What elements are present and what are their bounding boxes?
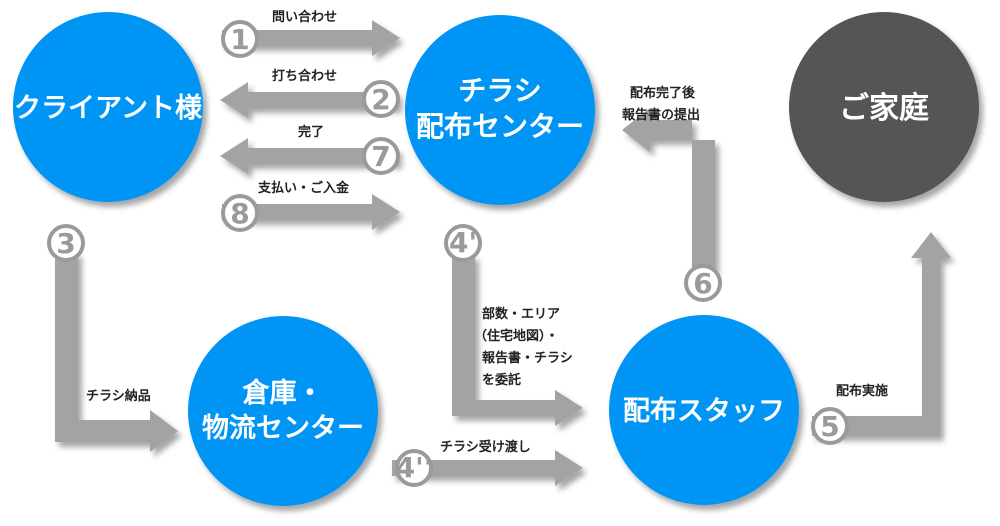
step-4-prime-label-line3: 報告書・チラシ [482,350,573,366]
home-node [789,12,979,202]
arrow-step-7 [220,138,398,174]
home-label: ご家庭 [839,91,929,126]
client-label: クライアント様 [14,93,203,124]
distribution-center-label-line1: チラシ [458,74,541,107]
arrow-step-8 [222,194,400,230]
step-7-badge [362,137,400,175]
staff-node [609,315,799,505]
warehouse-label-line1: 倉庫・ [242,377,324,409]
distribution-center-label-line2: 配布センター [416,110,584,143]
arrow-step-3 [55,252,178,452]
step-4-double-prime-number: 4'' [396,451,433,484]
step-1-label: 問い合わせ [272,9,337,25]
step-4-prime-number: 4' [449,226,477,259]
step-8-badge [221,194,259,232]
step-4-prime-badge [444,224,482,262]
step-1-badge [221,20,259,58]
step-7-number: 7 [371,140,390,173]
arrow-step-1 [222,20,400,56]
step-4-prime-label-line1: 部数・エリア [482,306,560,322]
step-1-number: 1 [230,23,249,56]
arrow-step-5 [812,232,951,436]
step-6-label-line2: 報告書の提出 [622,107,700,123]
warehouse-label-line2: 物流センター [202,413,364,444]
step-2-badge [362,80,400,118]
arrow-step-2 [220,82,398,118]
distribution-center-node [405,15,595,205]
step-4-double-prime-label: チラシ受け渡し [440,439,531,455]
arrow-step-4-prime [452,255,583,426]
step-5-number: 5 [820,410,839,443]
warehouse-node [188,316,378,506]
step-3-number: 3 [56,227,75,260]
step-4-prime-label-line2: （住宅地図）・ [474,328,559,344]
step-3-label: チラシ納品 [86,388,151,404]
step-5-badge [811,407,849,445]
step-8-label: 支払い・ご入金 [257,180,350,196]
step-2-number: 2 [371,83,390,116]
arrow-step-4-double-prime [392,450,583,486]
step-6-label-line1: 配布完了後 [630,85,696,101]
step-5-label: 配布実施 [836,383,888,399]
arrow-step-6 [622,108,715,270]
step-7-label: 完了 [298,124,324,140]
step-2-label: 打ち合わせ [272,68,337,84]
step-6-number: 6 [693,267,712,300]
client-node [13,12,203,202]
step-3-badge [47,224,85,262]
step-8-number: 8 [230,197,249,230]
step-4-prime-label-line4: を委託 [482,372,521,388]
step-4-double-prime-badge [395,449,433,487]
staff-label: 配布スタッフ [623,396,785,427]
step-6-badge [684,264,722,302]
